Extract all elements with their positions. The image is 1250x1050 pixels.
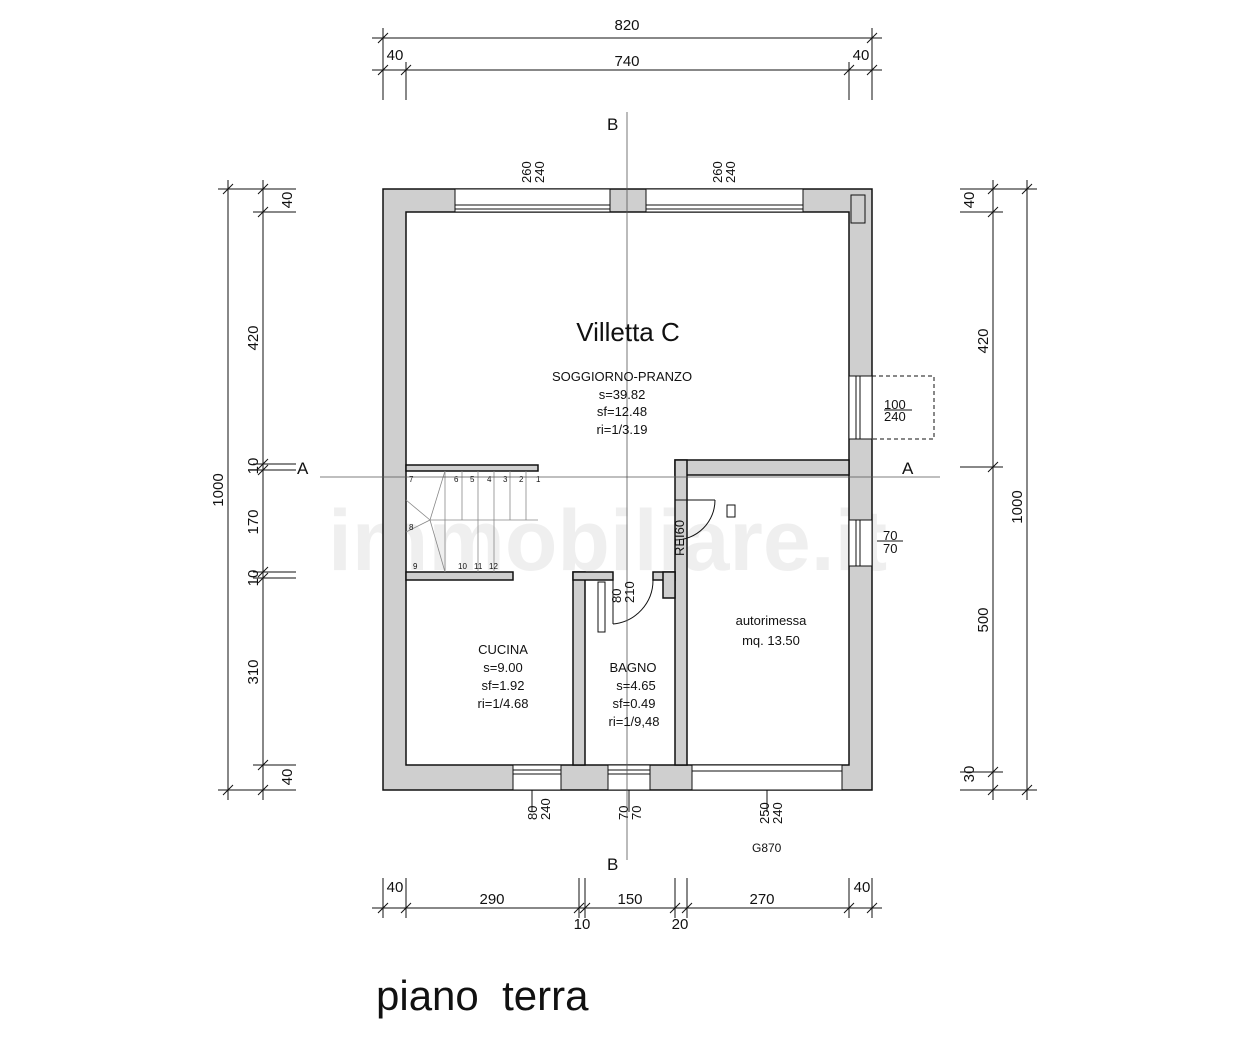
- svg-text:250: 250: [757, 802, 772, 824]
- svg-text:820: 820: [614, 17, 639, 34]
- svg-text:5: 5: [470, 475, 475, 484]
- svg-text:500: 500: [975, 607, 992, 632]
- dimension-labels: 820 40 740 40 1000 40 420 10 170 10 310 …: [210, 17, 1026, 933]
- svg-text:40: 40: [387, 879, 404, 896]
- room-cucina-name: CUCINA: [478, 642, 528, 657]
- svg-text:240: 240: [770, 802, 785, 824]
- svg-text:70: 70: [629, 806, 644, 820]
- svg-text:240: 240: [884, 409, 906, 424]
- door-rei-label: REI60: [672, 520, 687, 556]
- stair-step-numbers: 1 2 3 4 5 6 7 8 9 10 11 12: [409, 475, 541, 571]
- garage-code: G870: [752, 841, 782, 855]
- svg-text:40: 40: [387, 47, 404, 64]
- svg-text:8: 8: [409, 523, 414, 532]
- svg-text:1: 1: [536, 475, 541, 484]
- svg-text:210: 210: [622, 581, 637, 603]
- svg-text:40: 40: [854, 879, 871, 896]
- svg-text:10: 10: [574, 916, 591, 933]
- garage-door: [691, 764, 843, 791]
- section-b-top: B: [607, 115, 618, 134]
- svg-text:10: 10: [458, 562, 467, 571]
- svg-text:sf=1.92: sf=1.92: [481, 678, 524, 693]
- section-a-left: A: [297, 459, 309, 478]
- svg-text:240: 240: [532, 161, 547, 183]
- svg-text:270: 270: [749, 891, 774, 908]
- section-b-bottom: B: [607, 855, 618, 874]
- svg-text:80: 80: [525, 806, 540, 820]
- svg-text:10: 10: [245, 458, 262, 475]
- staircase: [405, 470, 538, 573]
- svg-text:40: 40: [961, 192, 978, 209]
- svg-text:s=4.65: s=4.65: [616, 678, 655, 693]
- svg-text:12: 12: [489, 562, 498, 571]
- svg-text:20: 20: [672, 916, 689, 933]
- window-cucina: [512, 764, 562, 791]
- window-top-right: [645, 188, 804, 213]
- exterior-bay: [871, 375, 935, 440]
- floor-label: piano terra: [376, 972, 589, 1019]
- svg-text:40: 40: [853, 47, 870, 64]
- svg-text:290: 290: [479, 891, 504, 908]
- walls: [382, 188, 873, 791]
- svg-text:s=39.82: s=39.82: [599, 387, 646, 402]
- svg-text:740: 740: [614, 53, 639, 70]
- svg-text:sf=12.48: sf=12.48: [597, 404, 647, 419]
- svg-text:1000: 1000: [1009, 490, 1026, 523]
- opening-labels: 260 240 260 240 100 240 70 70 80 240 70 …: [519, 161, 912, 855]
- svg-text:260: 260: [519, 161, 534, 183]
- svg-text:240: 240: [723, 161, 738, 183]
- room-bagno-name: BAGNO: [610, 660, 657, 675]
- door-swings: [597, 499, 736, 633]
- window-top-left: [454, 188, 611, 213]
- room-soggiorno-name: SOGGIORNO-PRANZO: [552, 369, 692, 384]
- svg-text:4: 4: [487, 475, 492, 484]
- svg-text:100: 100: [884, 397, 906, 412]
- plan-title: Villetta C: [576, 317, 680, 347]
- room-labels: Villetta C SOGGIORNO-PRANZO s=39.82 sf=1…: [376, 317, 807, 1019]
- svg-text:240: 240: [538, 798, 553, 820]
- svg-text:40: 40: [279, 769, 296, 786]
- svg-text:1000: 1000: [210, 473, 227, 506]
- svg-text:10: 10: [245, 570, 262, 587]
- svg-text:ri=1/4.68: ri=1/4.68: [478, 696, 529, 711]
- svg-text:70: 70: [883, 528, 897, 543]
- windows: [454, 188, 873, 791]
- svg-text:80: 80: [609, 589, 624, 603]
- svg-text:170: 170: [245, 509, 262, 534]
- svg-text:mq. 13.50: mq. 13.50: [742, 633, 800, 648]
- window-bagno: [607, 764, 651, 791]
- svg-text:2: 2: [519, 475, 524, 484]
- svg-text:6: 6: [454, 475, 459, 484]
- svg-text:ri=1/9,48: ri=1/9,48: [609, 714, 660, 729]
- svg-text:420: 420: [975, 328, 992, 353]
- svg-text:70: 70: [883, 541, 897, 556]
- section-a-right: A: [902, 459, 914, 478]
- svg-text:7: 7: [409, 475, 414, 484]
- section-lines: [320, 112, 940, 860]
- svg-text:150: 150: [617, 891, 642, 908]
- svg-text:260: 260: [710, 161, 725, 183]
- svg-text:11: 11: [474, 562, 483, 571]
- svg-text:40: 40: [279, 192, 296, 209]
- room-autorimessa-name: autorimessa: [736, 613, 808, 628]
- svg-text:70: 70: [616, 806, 631, 820]
- svg-text:3: 3: [503, 475, 508, 484]
- svg-text:s=9.00: s=9.00: [483, 660, 522, 675]
- svg-text:30: 30: [961, 766, 978, 783]
- section-marks: B B A A: [297, 115, 914, 874]
- svg-text:310: 310: [245, 659, 262, 684]
- svg-text:9: 9: [413, 562, 418, 571]
- dimension-lines: [218, 28, 1037, 918]
- svg-text:420: 420: [245, 325, 262, 350]
- svg-text:ri=1/3.19: ri=1/3.19: [597, 422, 648, 437]
- svg-text:sf=0.49: sf=0.49: [612, 696, 655, 711]
